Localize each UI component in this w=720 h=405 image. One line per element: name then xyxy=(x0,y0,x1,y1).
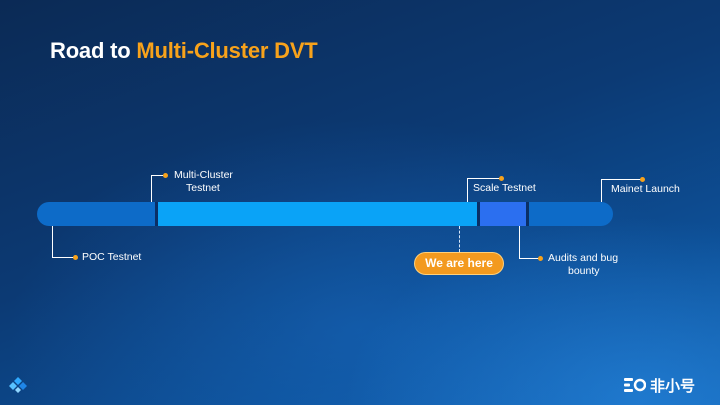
connector-line xyxy=(151,175,152,202)
milestone-dot xyxy=(640,177,645,182)
timeline-segment-multi-cluster xyxy=(158,202,477,226)
connector-line xyxy=(601,179,641,180)
connector-line xyxy=(519,258,539,259)
watermark-text: 非小号 xyxy=(650,377,696,395)
current-position-badge: We are here xyxy=(414,252,504,275)
milestone-label-audits-line2: bounty xyxy=(568,265,600,277)
timeline-bar xyxy=(37,202,613,226)
milestone-label-scale: Scale Testnet xyxy=(473,182,536,194)
milestone-dot xyxy=(163,173,168,178)
milestone-label-poc: POC Testnet xyxy=(82,251,142,263)
connector-line xyxy=(467,178,500,179)
milestone-label-multi-cluster-line2: Testnet xyxy=(186,182,220,194)
connector-line xyxy=(151,175,163,176)
timeline-divider xyxy=(477,202,480,226)
milestone-label-mainnet: Mainet Launch xyxy=(611,183,680,195)
timeline-divider xyxy=(155,202,158,226)
title-accent: Multi-Cluster DVT xyxy=(136,38,318,63)
watermark-logo-icon xyxy=(624,378,646,392)
milestone-dot xyxy=(499,176,504,181)
title-prefix: Road to xyxy=(50,38,137,63)
timeline-segment-poc xyxy=(37,202,155,226)
current-position-indicator xyxy=(459,226,460,252)
connector-line xyxy=(519,226,520,258)
connector-line xyxy=(52,226,53,257)
connector-line xyxy=(467,178,468,202)
milestone-dot xyxy=(538,256,543,261)
timeline-segment-scale xyxy=(480,202,526,226)
timeline-segment-mainnet xyxy=(529,202,613,226)
slide-title: Road to Multi-Cluster DVT xyxy=(50,38,318,64)
connector-line xyxy=(52,257,74,258)
milestone-dot xyxy=(73,255,78,260)
brand-logo-icon xyxy=(9,377,27,393)
watermark: 非小号 xyxy=(624,376,696,395)
milestone-label-audits-line1: Audits and bug xyxy=(548,252,619,264)
connector-line xyxy=(601,179,602,202)
timeline-divider xyxy=(526,202,529,226)
milestone-label-multi-cluster-line1: Multi-Cluster xyxy=(174,169,233,181)
